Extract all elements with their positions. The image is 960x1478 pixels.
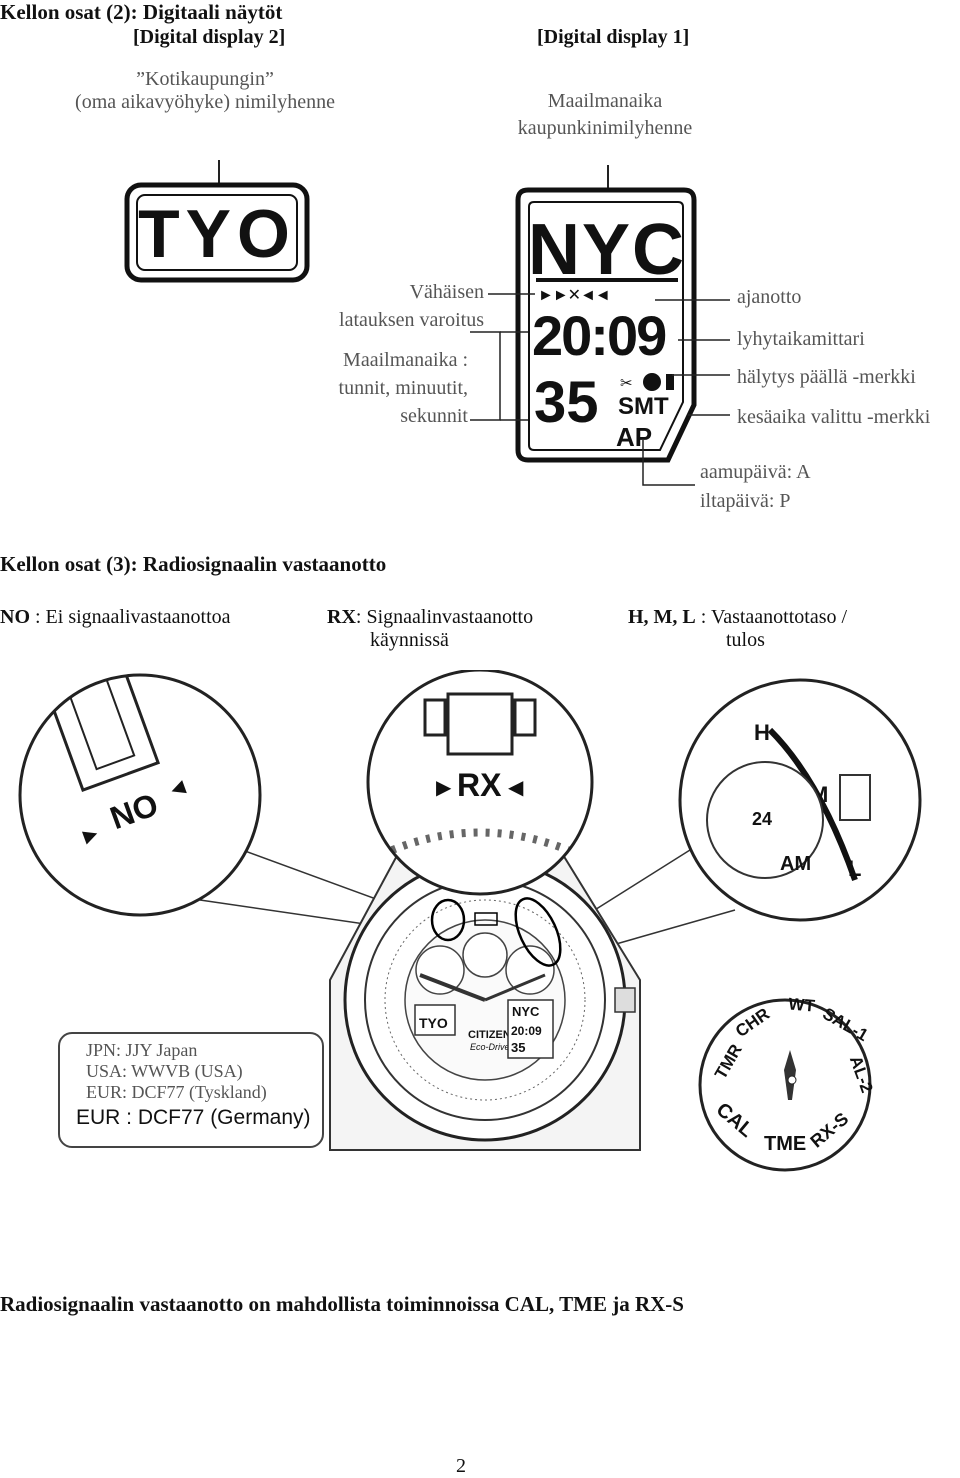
subdial-left — [415, 945, 465, 995]
level-h: H — [754, 720, 770, 745]
section2-title: Kellon osat (2): Digitaali näytöt — [0, 0, 283, 24]
watch-illustration: CITIZEN Eco-Drive TYO NYC 20:09 35 NO ▶ … — [18, 670, 922, 1172]
crown — [614, 987, 636, 1013]
home-city-label: ”Kotikaupungin” (oma aikavyöhyke) nimily… — [75, 68, 335, 113]
rx-legend: RX: Signaalinvastaanotto käynnissä — [327, 606, 534, 651]
am-pm-label: aamupäivä: A iltapäivä: P — [700, 461, 811, 512]
display1-city: NYC — [528, 210, 686, 290]
dial-24: 24 — [752, 809, 772, 829]
short-timer-label: lyhytaikamittari — [737, 328, 865, 350]
world-time-city-label: Maailmanaika kaupunkinimilyhenne — [517, 90, 693, 139]
display1-seconds: 35 — [534, 370, 599, 435]
rx-arrow-right: ▶ — [436, 777, 452, 799]
no-legend: NO : Ei signaalivastaanottoa — [0, 606, 231, 628]
low-charge-indicator: ►►✕◄◄ — [538, 287, 610, 304]
no-highlight — [430, 898, 466, 942]
station-eur-printed: EUR : DCF77 (Germany) — [76, 1106, 311, 1129]
display1-smt: SMT — [618, 393, 669, 420]
timer-icon — [643, 373, 661, 391]
display2-label: [Digital display 2] — [133, 26, 286, 48]
function-dial: TMR CHR WT SAL-1 AL-2 CAL TME RX-S — [698, 994, 877, 1172]
mini-time: 20:09 — [511, 1024, 542, 1038]
mini-city-left: TYO — [419, 1015, 448, 1031]
level-l: L — [848, 856, 861, 881]
station-jpn: JPN: JJY Japan — [86, 1040, 198, 1060]
stopwatch-label: ajanotto — [737, 286, 802, 308]
subdial-right — [505, 945, 555, 995]
station-box — [58, 1032, 324, 1148]
watch-sub-brand: Eco-Drive — [470, 1042, 510, 1052]
low-charge-label: Vähäisen latauksen varoitus — [339, 281, 484, 331]
station-list: JPN: JJY Japan USA: WWVB (USA) EUR: DCF7… — [86, 1040, 267, 1103]
station-eur: EUR: DCF77 (Tyskland) — [86, 1082, 267, 1102]
watch-brand: CITIZEN — [468, 1029, 511, 1041]
display2-city: TYO — [138, 196, 296, 272]
display1-label: [Digital display 1] — [537, 26, 690, 48]
watch-body: CITIZEN Eco-Drive TYO NYC 20:09 35 — [329, 849, 641, 1151]
digital-display-2: TYO — [124, 160, 310, 283]
func-tme: TME — [764, 1133, 806, 1155]
rx-label: RX — [457, 767, 502, 803]
alarm-icon — [666, 374, 674, 390]
display1-time: 20:09 — [532, 304, 666, 367]
magnifier-hml: H M L 24 AM — [680, 680, 920, 920]
dst-label: kesäaika valittu -merkki — [737, 406, 931, 428]
dial-am: AM — [780, 853, 811, 875]
func-wt: WT — [788, 994, 817, 1015]
hml-legend: H, M, L : Vastaanottotaso / tulos — [628, 606, 848, 651]
no-arrow-right: ▶ — [80, 823, 100, 847]
leader-lines — [470, 293, 730, 486]
alarm-on-label: hälytys päällä -merkki — [737, 366, 916, 388]
subdial-top — [462, 932, 508, 978]
rx-highlight — [474, 912, 498, 926]
digital-display-1: NYC ►►✕◄◄ 20:09 35 ✂ SMT AP — [515, 165, 697, 463]
page-number: 2 — [456, 1455, 466, 1477]
section3-title: Kellon osat (3): Radiosignaalin vastaano… — [0, 552, 387, 576]
magnifier-rx: RX ▶ ◀ — [368, 670, 592, 894]
mini-city-right: NYC — [512, 1004, 540, 1019]
station-usa: USA: WWVB (USA) — [86, 1061, 243, 1081]
rx-arrow-left: ◀ — [508, 777, 524, 799]
stopwatch-icon: ✂ — [620, 375, 633, 392]
mini-seconds: 35 — [511, 1040, 525, 1055]
world-time-hms-label: Maailmanaika : tunnit, minuutit, sekunni… — [338, 349, 468, 427]
no-arrow-left: ◀ — [168, 776, 188, 800]
hml-highlight — [514, 897, 562, 967]
reception-note: Radiosignaalin vastaanotto on mahdollist… — [0, 1292, 684, 1316]
display1-ap: AP — [616, 422, 652, 452]
